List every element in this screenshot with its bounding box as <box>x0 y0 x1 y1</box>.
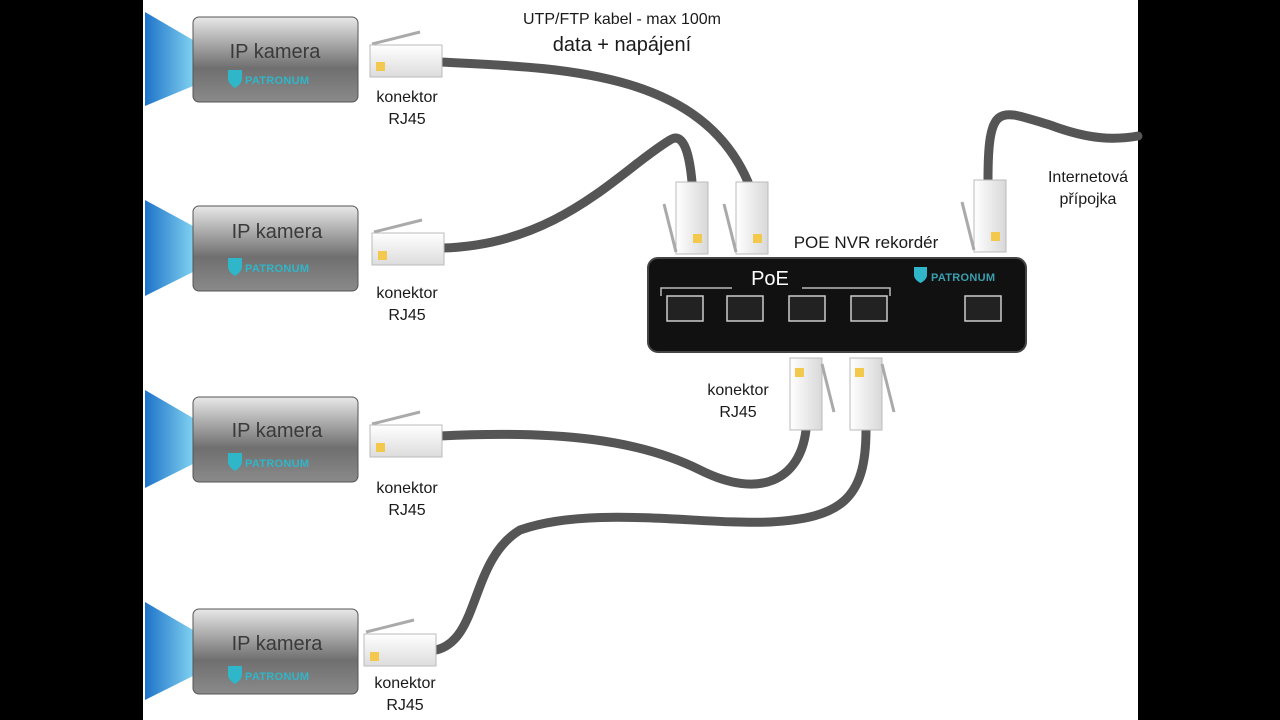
patronum-shield-icon <box>228 453 242 471</box>
ip-camera-3: IP kamera PATRONUM <box>145 390 359 488</box>
cable-caption-line2: data + napájení <box>553 34 692 56</box>
connector-label-line1: konektor <box>374 675 436 692</box>
poe-label: PoE <box>751 268 789 290</box>
connector-label-line1: konektor <box>707 382 769 399</box>
camera-lens-icon <box>145 390 193 488</box>
cable-caption-line1: UTP/FTP kabel - max 100m <box>523 11 721 28</box>
camera-brand: PATRONUM <box>245 75 309 87</box>
connector-label-line2: RJ45 <box>388 502 425 519</box>
camera-body <box>192 205 359 292</box>
diagram-background <box>143 0 1138 720</box>
rj45-plug-camera-3 <box>369 410 443 458</box>
connector-label-line2: RJ45 <box>719 404 756 421</box>
patronum-shield-icon <box>228 666 242 684</box>
cable-camera-3 <box>435 425 811 489</box>
cables <box>431 57 1143 655</box>
ip-camera-4: IP kamera PATRONUM <box>145 602 359 700</box>
camera-label: IP kamera <box>232 221 324 243</box>
camera-lens-icon <box>145 12 193 106</box>
rj45-plug-nvr-internet <box>960 179 1007 253</box>
rj45-plug-camera-4 <box>363 618 437 667</box>
connector-label-line1: konektor <box>376 480 438 497</box>
nvr-recorder: PoE PATRONUM <box>647 257 1027 353</box>
connector-label-line2: RJ45 <box>388 307 425 324</box>
rj45-plug-camera-2 <box>371 218 445 266</box>
cable-camera-4 <box>431 425 871 655</box>
nvr-title: POE NVR rekordér <box>794 233 939 252</box>
patronum-shield-icon <box>228 258 242 276</box>
poe-port-3 <box>788 295 826 322</box>
camera-lens-icon <box>145 200 193 296</box>
camera-brand: PATRONUM <box>245 263 309 275</box>
internet-label-line2: přípojka <box>1060 191 1117 208</box>
camera-label: IP kamera <box>232 633 324 655</box>
poe-port-1 <box>666 295 704 322</box>
connector-label-line1: konektor <box>376 89 438 106</box>
rj45-plug-nvr-bottom-1 <box>789 357 836 431</box>
ip-camera-1: IP kamera PATRONUM <box>145 12 359 106</box>
wan-port <box>964 295 1002 322</box>
camera-brand: PATRONUM <box>245 671 309 683</box>
rj45-plug-nvr-top-1 <box>662 181 709 255</box>
patronum-shield-icon <box>914 267 927 283</box>
rj45-plug-camera-1 <box>369 30 443 78</box>
camera-label: IP kamera <box>232 420 324 442</box>
camera-brand: PATRONUM <box>245 458 309 470</box>
camera-label: IP kamera <box>230 41 322 63</box>
nvr-brand: PATRONUM <box>931 272 995 284</box>
rj45-plug-nvr-top-2 <box>722 181 769 255</box>
rj45-plug-nvr-bottom-2 <box>849 357 896 431</box>
cable-camera-2 <box>437 133 697 253</box>
connector-label-line2: RJ45 <box>386 697 423 714</box>
internet-label-line1: Internetová <box>1048 169 1128 186</box>
poe-port-4 <box>850 295 888 322</box>
cable-internet <box>983 110 1143 185</box>
connector-label-line1: konektor <box>376 285 438 302</box>
camera-lens-icon <box>145 602 193 700</box>
ip-camera-2: IP kamera PATRONUM <box>145 200 359 296</box>
patronum-shield-icon <box>228 70 242 88</box>
connector-label-line2: RJ45 <box>388 111 425 128</box>
cable-camera-1 <box>435 57 753 187</box>
poe-port-2 <box>726 295 764 322</box>
